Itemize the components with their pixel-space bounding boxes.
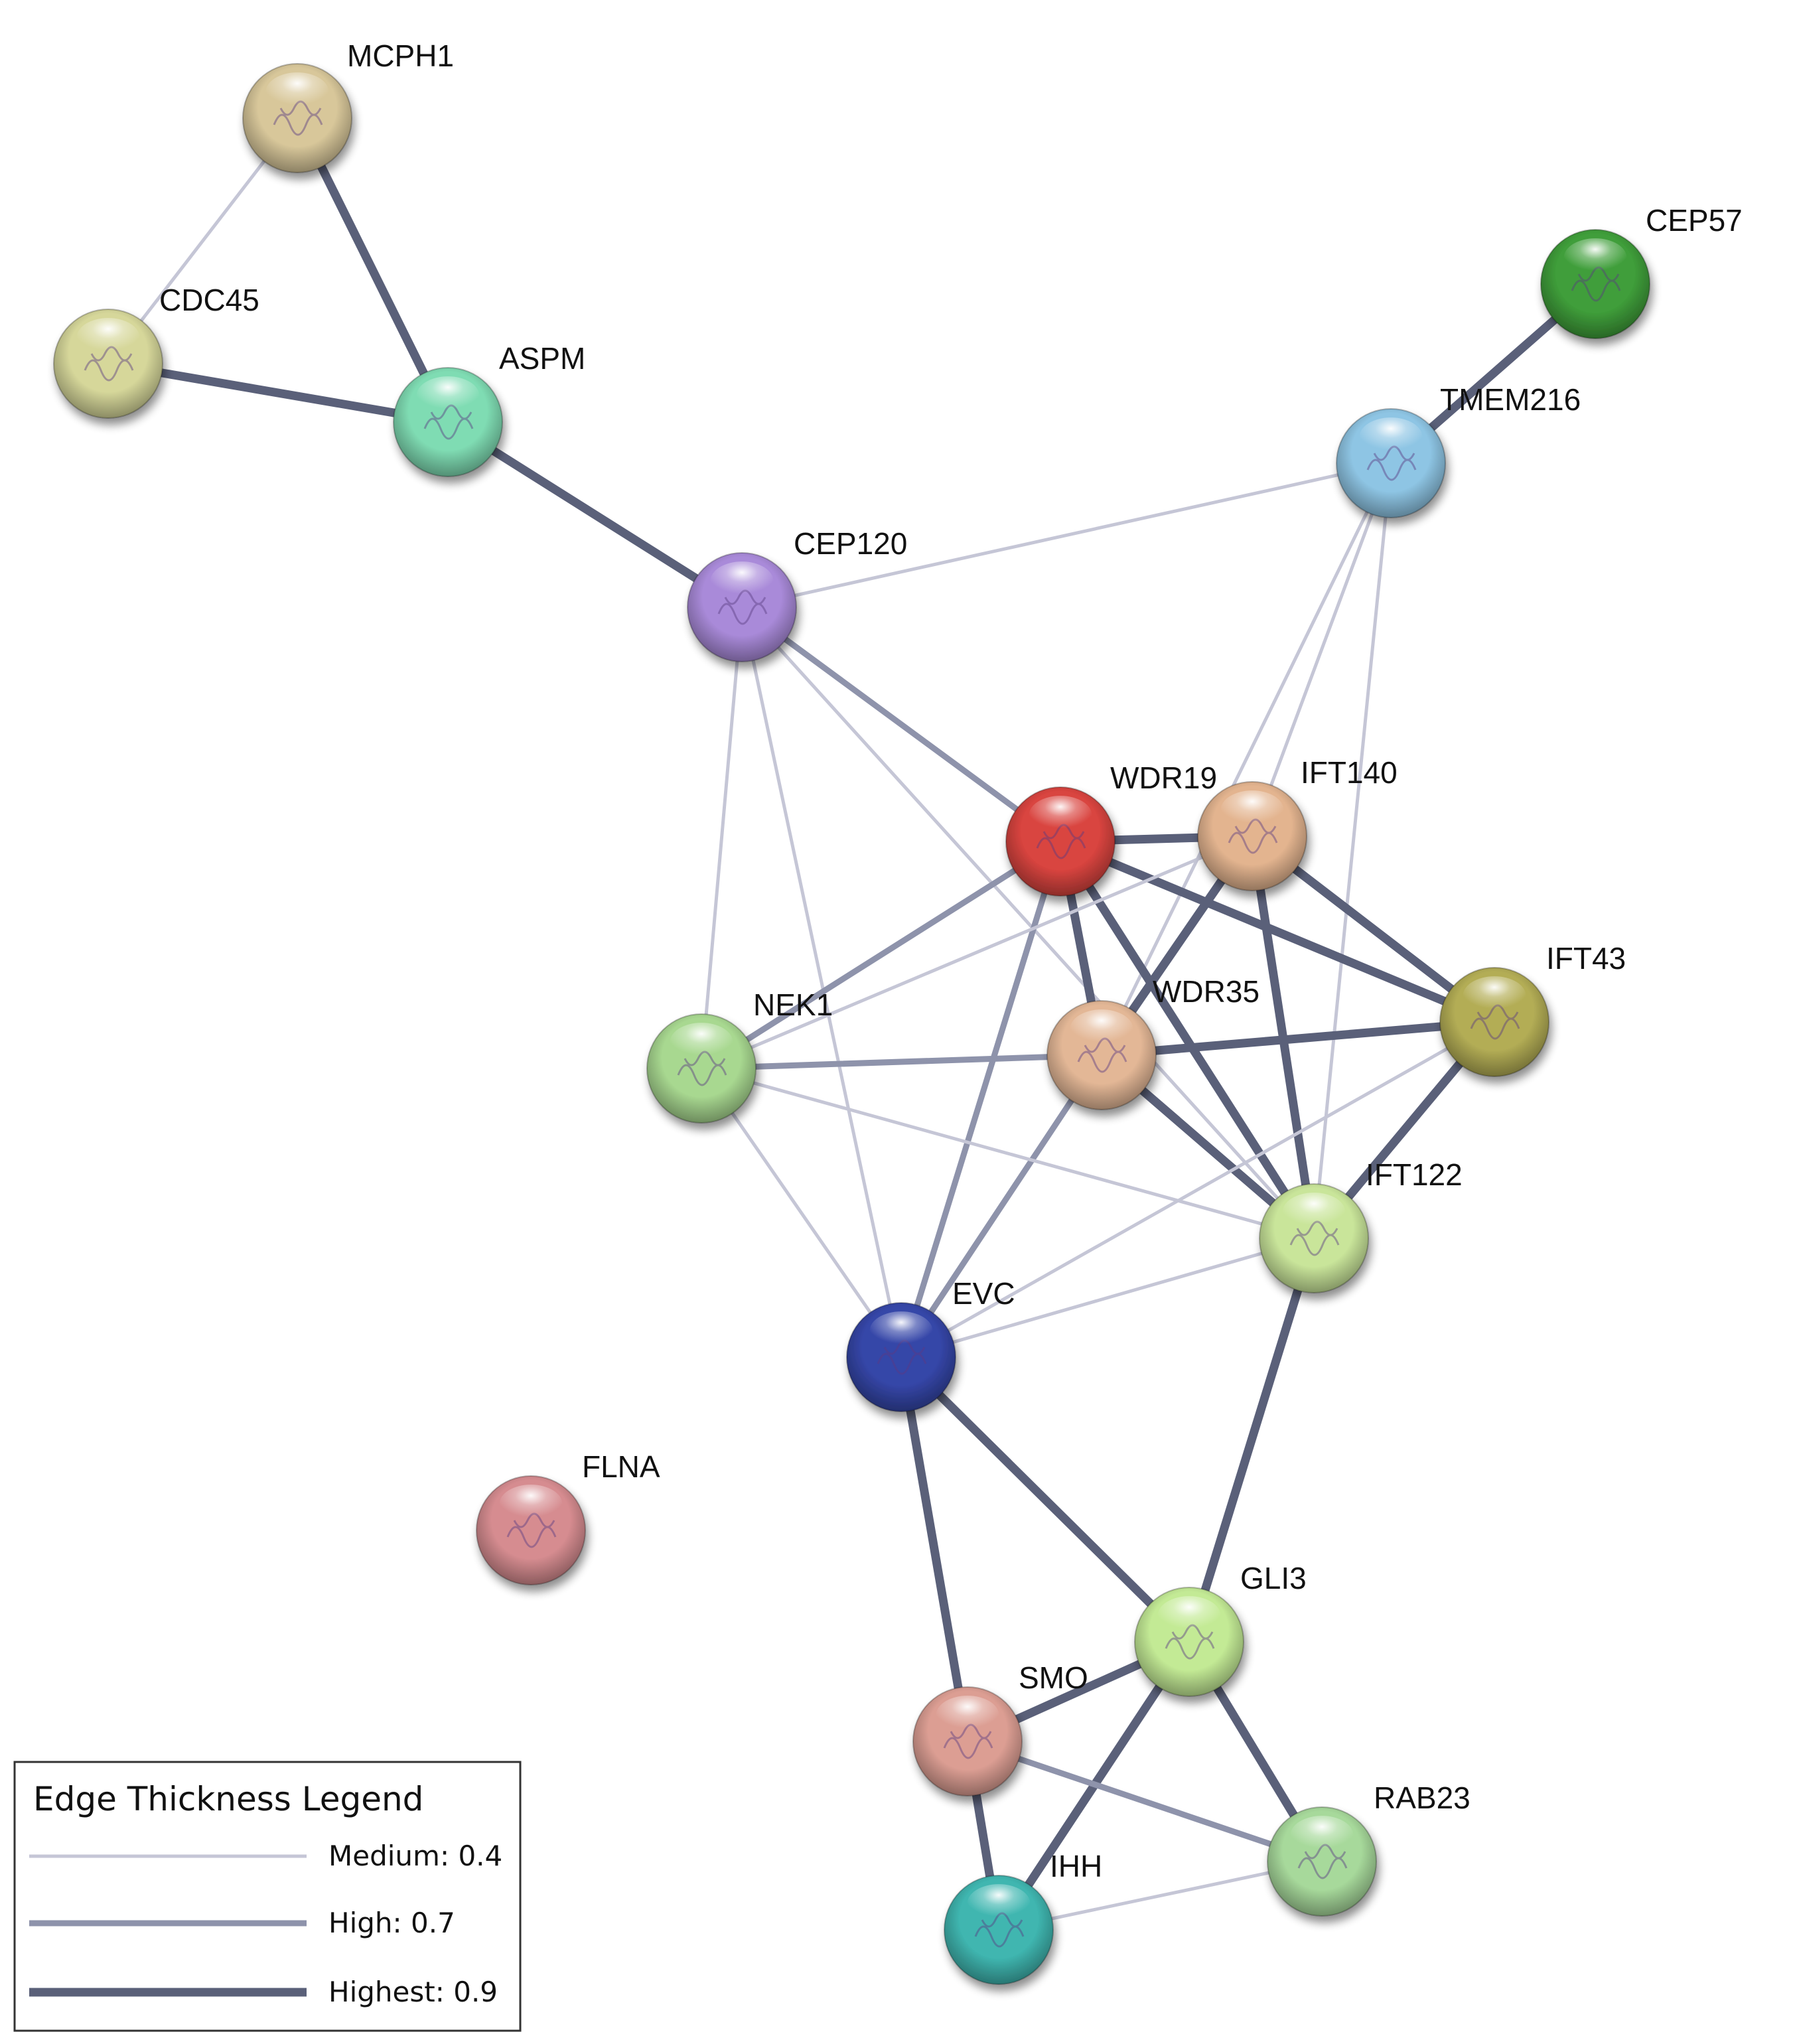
edge-mcph1-aspm [293, 113, 453, 427]
node-highlight [1563, 238, 1627, 278]
edge-evc-ift122 [899, 1236, 1316, 1359]
node-highlight [76, 318, 140, 358]
node-label-gli3: GLI3 [1240, 1561, 1307, 1595]
node-highlight [1157, 1596, 1221, 1636]
node-nek1[interactable] [646, 1013, 756, 1124]
node-mcph1[interactable] [242, 63, 352, 173]
edge-ift140-nek1 [699, 834, 1254, 1070]
node-label-aspm: ASPM [499, 341, 585, 376]
node-wdr19[interactable] [1005, 786, 1115, 897]
node-highlight [416, 376, 480, 416]
node-highlight [967, 1884, 1031, 1924]
edge-nek1-ift122 [699, 1066, 1316, 1240]
edge-wdr35-nek1 [698, 1052, 1105, 1072]
edge-wdr19-ift43 [1056, 837, 1499, 1027]
node-highlight [1359, 417, 1423, 457]
edge-ift43-evc [899, 1020, 1496, 1359]
edge-cep120-tmem216 [740, 461, 1393, 609]
node-ift140[interactable] [1197, 781, 1307, 891]
node-label-cep120: CEP120 [794, 526, 907, 561]
node-cdc45[interactable] [53, 309, 163, 419]
edge-ift122-gli3 [1185, 1234, 1319, 1646]
edge-evc-gli3 [897, 1352, 1194, 1646]
node-highlight [1220, 790, 1284, 830]
node-ift43[interactable] [1439, 967, 1549, 1077]
edge-cep120-ift122 [740, 605, 1316, 1240]
node-cep120[interactable] [687, 552, 797, 662]
node-highlight [1029, 796, 1092, 836]
node-label-cdc45: CDC45 [159, 283, 259, 317]
node-ihh[interactable] [944, 1875, 1054, 1985]
node-label-nek1: NEK1 [753, 987, 833, 1022]
nodes-layer [53, 63, 1650, 1985]
node-label-ift140: IFT140 [1301, 755, 1398, 790]
edge-cep120-nek1 [699, 605, 744, 1070]
node-label-cep57: CEP57 [1646, 203, 1743, 238]
node-highlight [869, 1311, 933, 1351]
node-cep57[interactable] [1540, 229, 1650, 339]
edge-tmem216-ift140 [1250, 461, 1393, 838]
edge-wdr35-evc [898, 1052, 1105, 1360]
node-highlight [265, 72, 329, 112]
node-tmem216[interactable] [1336, 408, 1446, 518]
legend-label-2: Highest: 0.9 [328, 1976, 498, 2008]
node-label-ift43: IFT43 [1546, 941, 1626, 976]
legend-label-0: Medium: 0.4 [328, 1840, 502, 1872]
edges-layer [104, 113, 1600, 1935]
legend-title: Edge Thickness Legend [33, 1780, 423, 1818]
legend-label-1: High: 0.7 [328, 1907, 455, 1939]
node-highlight [499, 1485, 563, 1524]
node-ift122[interactable] [1259, 1183, 1369, 1293]
node-label-tmem216: TMEM216 [1440, 382, 1581, 417]
edge-wdr19-ift122 [1056, 837, 1319, 1243]
edge-wdr19-nek1 [698, 838, 1064, 1072]
node-label-ihh: IHH [1050, 1849, 1102, 1883]
node-label-evc: EVC [952, 1276, 1015, 1311]
node-highlight [710, 561, 774, 601]
edge-cdc45-aspm [104, 359, 453, 427]
edge-tmem216-wdr35 [1100, 461, 1393, 1057]
node-aspm[interactable] [393, 367, 503, 477]
edge-evc-smo [897, 1352, 972, 1746]
node-flna[interactable] [476, 1475, 586, 1585]
node-gli3[interactable] [1134, 1587, 1244, 1697]
node-highlight [670, 1023, 733, 1062]
node-label-ift122: IFT122 [1366, 1157, 1463, 1192]
node-evc[interactable] [846, 1302, 956, 1412]
node-label-rab23: RAB23 [1374, 1781, 1471, 1815]
node-label-wdr19: WDR19 [1110, 761, 1217, 795]
edge-nek1-evc [699, 1066, 903, 1359]
node-smo[interactable] [912, 1686, 1023, 1796]
node-highlight [1282, 1193, 1346, 1232]
edge-cep120-evc [740, 605, 903, 1359]
legend-box [13, 1761, 522, 2032]
node-label-mcph1: MCPH1 [347, 38, 454, 73]
node-highlight [1290, 1816, 1354, 1856]
edge-cep120-wdr19 [739, 604, 1064, 845]
node-highlight [1463, 976, 1526, 1016]
node-highlight [936, 1696, 999, 1735]
edge-wdr35-ift43 [1097, 1017, 1499, 1060]
node-rab23[interactable] [1267, 1806, 1377, 1917]
edge-aspm-cep120 [443, 417, 747, 612]
node-highlight [1070, 1009, 1133, 1049]
node-label-flna: FLNA [582, 1449, 660, 1484]
node-wdr35[interactable] [1046, 1000, 1157, 1110]
node-label-wdr35: WDR35 [1153, 974, 1259, 1009]
edge-tmem216-ift122 [1312, 461, 1393, 1240]
edge-smo-rab23 [964, 1738, 1325, 1865]
node-label-smo: SMO [1019, 1660, 1088, 1695]
